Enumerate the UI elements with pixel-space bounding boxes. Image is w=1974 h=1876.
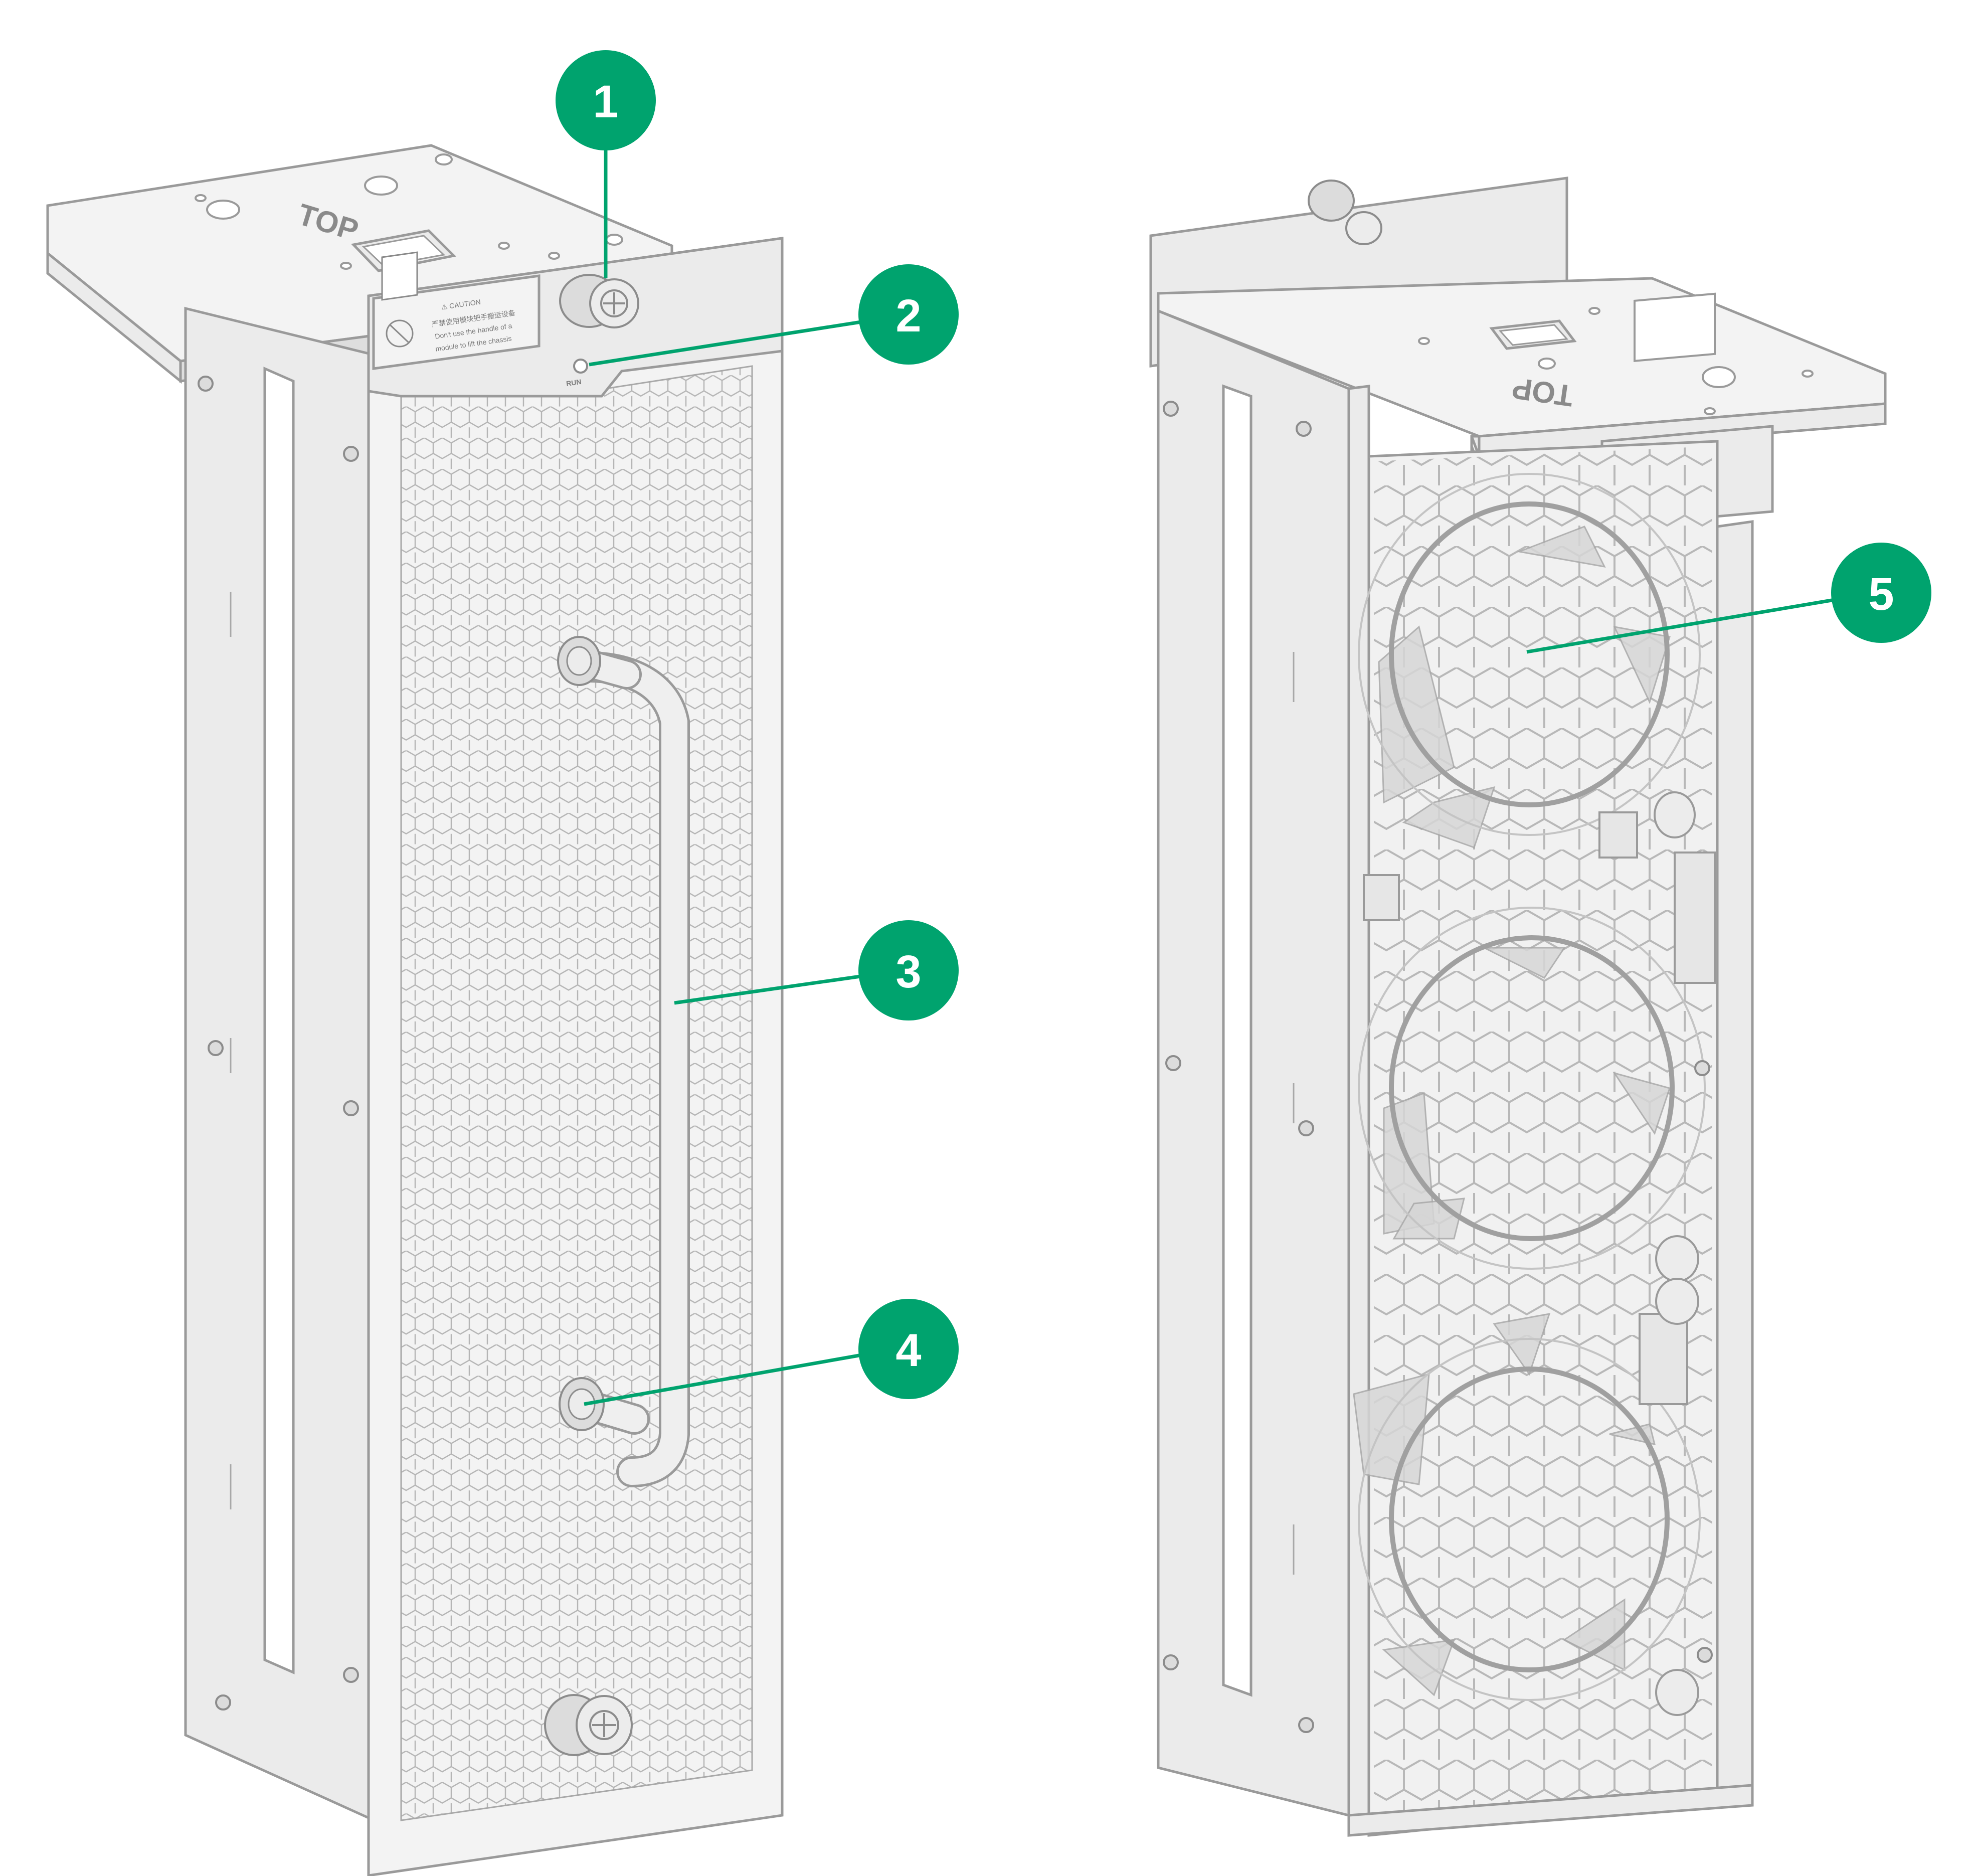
rear-top-screw-hole: [1802, 370, 1814, 378]
callout-1-number: 1: [593, 76, 618, 127]
front-top-screw: [340, 262, 352, 270]
front-top-hole: [364, 176, 398, 196]
callout-5: 5: [1526, 543, 1931, 654]
fan-connector: [1363, 874, 1400, 921]
fan-connector: [1639, 1313, 1688, 1405]
rear-side-screw: [1163, 401, 1179, 417]
callout-4: 4: [584, 1299, 959, 1406]
front-side-screw: [343, 446, 359, 462]
callout-4-number: 4: [895, 1325, 921, 1376]
rear-top-screw-hole: [1588, 307, 1600, 315]
captive-screw-top[interactable]: [559, 274, 639, 328]
rear-view: TOP: [1149, 177, 1887, 1837]
no-lift-icon: [386, 319, 414, 348]
rear-side-screw: [1298, 1120, 1314, 1136]
front-top-hole: [206, 200, 240, 220]
fan-guard-mesh: [1374, 446, 1712, 1830]
standoff: [1655, 1669, 1699, 1716]
rear-side-screw: [1296, 421, 1312, 437]
rear-top-hole: [1702, 366, 1736, 388]
caution-pictogram: [381, 251, 418, 301]
caution-label: ⚠ CAUTION 严禁使用模块把手搬运设备 Don't use the han…: [372, 251, 541, 370]
side-latch: [1674, 851, 1716, 984]
callout-3-number: 3: [895, 946, 921, 997]
front-side-screw: [343, 1100, 359, 1116]
captive-screw-bottom[interactable]: [544, 1694, 633, 1756]
rear-top-screw-hole: [1418, 337, 1430, 345]
front-top-hole: [605, 234, 623, 246]
standoff: [1655, 1235, 1699, 1282]
led-indicator-icon: [573, 359, 588, 374]
front-top-hole: [435, 153, 453, 165]
fan-connector: [1598, 811, 1638, 859]
front-vent-mesh: [400, 365, 753, 1821]
front-top-screw: [548, 252, 560, 260]
rear-inner-screw: [1697, 1647, 1713, 1663]
rear-inner-screw: [1694, 1060, 1710, 1076]
rear-side-screw: [1163, 1654, 1179, 1670]
rear-right-rail: [1716, 520, 1754, 1802]
callouts: 1 2 3 4 5: [556, 50, 1931, 1406]
callout-1: 1: [556, 50, 656, 278]
screw-head-icon: [600, 289, 628, 317]
front-view: TOP ⚠ CAUTION 严禁使用模块把手搬运设备 Don't use the…: [46, 144, 784, 1876]
rear-top-screw-hole: [1704, 407, 1716, 415]
callout-3: 3: [674, 920, 959, 1020]
front-side-screw: [208, 1040, 224, 1056]
rear-side-screw: [1298, 1717, 1314, 1733]
front-side-screw: [343, 1667, 359, 1683]
rear-bottom-rail: [1347, 1784, 1754, 1837]
standoff: [1655, 1278, 1699, 1325]
rear-left-side-panel: [1157, 309, 1350, 1817]
fan: [1358, 473, 1701, 848]
callout-5-number: 5: [1868, 569, 1894, 620]
standoff: [1654, 791, 1696, 838]
front-side-screw: [215, 1694, 231, 1711]
rear-top-screw: [1308, 180, 1382, 245]
callout-2-number: 2: [895, 290, 921, 342]
run-led: RUN: [566, 359, 588, 388]
rear-top-hole: [1538, 358, 1556, 370]
front-top-screw: [195, 194, 207, 202]
run-led-label: RUN: [566, 378, 582, 388]
screw-head-icon: [589, 1710, 619, 1740]
front-side-screw: [198, 376, 214, 392]
handle[interactable]: [557, 636, 690, 1487]
fan-middle: [1358, 907, 1706, 1270]
rear-side-screw: [1165, 1055, 1181, 1071]
front-side-slot: [263, 367, 295, 1674]
handle-mount-screw[interactable]: [559, 1377, 650, 1435]
fan-bottom: [1353, 1313, 1701, 1701]
callout-2: 2: [589, 264, 959, 367]
front-top-screw: [498, 242, 510, 250]
rear-side-slot: [1222, 384, 1252, 1697]
